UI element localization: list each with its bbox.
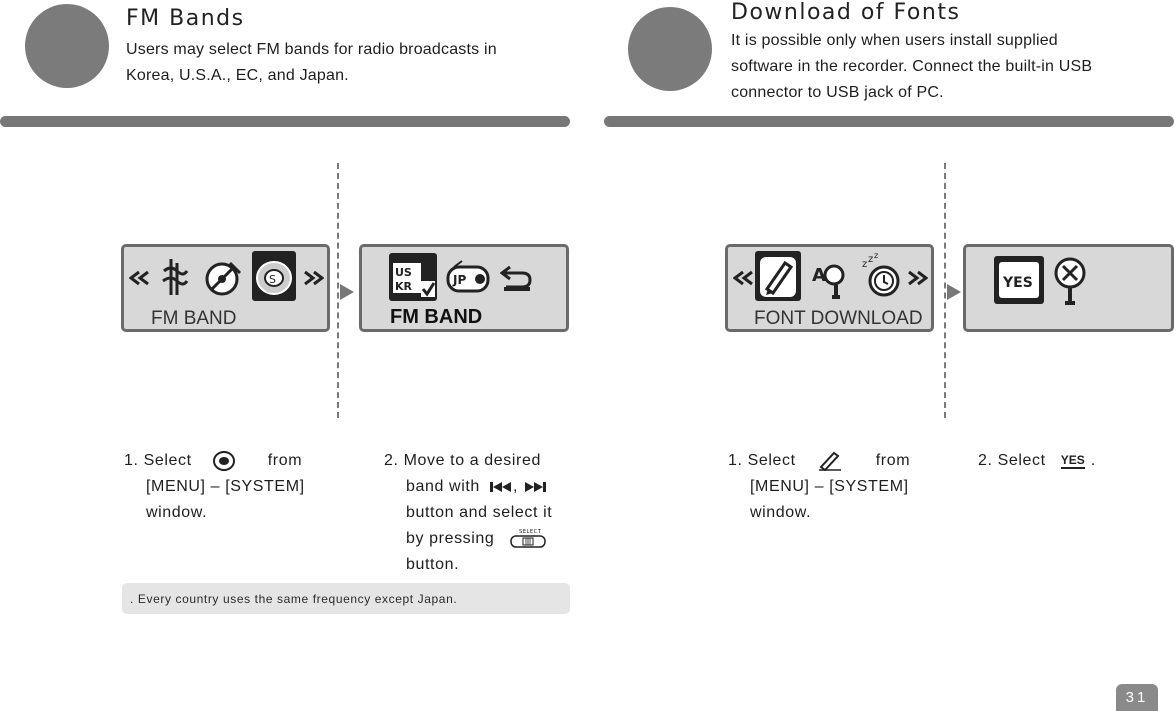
step-1-from: from: [875, 452, 911, 469]
section-divider-right: [604, 116, 1174, 127]
font-download-selected-icon: [755, 251, 801, 301]
badge-kr-text: KR: [395, 280, 413, 293]
screen-label: FM BAND: [151, 308, 237, 329]
device-screen-fm-menu: S FM BAND: [121, 244, 330, 332]
svg-text:z: z: [868, 254, 873, 265]
fm-step-1: 1. Select from [MENU] – [SYSTEM] window.: [124, 448, 305, 526]
disc-tools-icon: [205, 261, 242, 296]
yes-text: YES: [1002, 275, 1033, 291]
fm-band-small-icon: [212, 450, 235, 471]
double-chevron-left-icon: [733, 270, 753, 286]
page-number: 31: [1116, 684, 1158, 711]
step-1-menu-path: [MENU] – [SYSTEM]: [146, 478, 305, 495]
svg-text:A: A: [812, 265, 826, 286]
fonts-step-2: 2. Select YES.: [978, 448, 1096, 474]
yes-selected-icon: YES: [994, 256, 1044, 304]
yes-small-icon: YES: [1060, 452, 1085, 469]
jp-text: JP: [452, 273, 466, 287]
fonts-step-1: 1. Select from [MENU] – [SYSTEM] window.: [728, 448, 910, 526]
section-marker-circle: [628, 7, 712, 91]
screen-label: FONT DOWNLOAD: [754, 308, 923, 329]
skip-forward-icon: [525, 481, 547, 492]
pencil-small-icon: [818, 451, 841, 471]
skip-back-icon: [489, 481, 511, 492]
double-chevron-left-icon: [129, 270, 149, 286]
antenna-settings-icon: [162, 259, 189, 295]
svg-text:z: z: [862, 259, 867, 270]
return-icon: [500, 265, 532, 291]
section-divider-left: [0, 116, 570, 127]
device-screen-confirm: YES: [963, 244, 1174, 332]
step-1-window: window.: [750, 504, 812, 521]
svg-text:z: z: [874, 253, 878, 260]
country-badge-icon: US KR: [389, 253, 437, 301]
info-note: . Every country uses the same frequency …: [122, 583, 570, 614]
step-2-band-with: band with: [406, 478, 480, 495]
cancel-icon: [1054, 257, 1086, 305]
next-arrow-icon: [340, 284, 354, 300]
step-separator: [337, 163, 339, 418]
fm-bands-description: Users may select FM bands for radio broa…: [126, 37, 566, 89]
select-caption: SELECT: [519, 529, 542, 535]
fonts-desc-line-3: connector to USB jack of PC.: [731, 84, 944, 101]
section-title-fm-bands: FM Bands: [126, 6, 245, 31]
step-2-comma: ,: [512, 478, 518, 495]
screen-label-bold: FM BAND: [390, 306, 483, 328]
fonts-desc-line-2: software in the recorder. Connect the bu…: [731, 58, 1093, 75]
jp-radio-icon: JP: [446, 260, 490, 293]
fonts-desc-line-1: It is possible only when users install s…: [731, 32, 1058, 49]
step-separator: [944, 163, 946, 418]
step-1-number: 1. Select: [124, 452, 192, 469]
step-2-line-3: button and select it: [406, 504, 553, 521]
step-2-by-pressing: by pressing: [406, 530, 495, 547]
select-button-icon: SELECT: [510, 529, 547, 548]
fonts-description: It is possible only when users install s…: [731, 28, 1171, 106]
section-marker-circle: [25, 4, 109, 88]
svg-text:S: S: [269, 273, 276, 286]
fm-band-selected-icon: S: [252, 251, 296, 301]
device-screen-fm-band: US KR JP FM BAND: [359, 244, 569, 332]
step-2-line-5: button.: [406, 556, 460, 573]
font-search-icon: A: [812, 264, 845, 299]
fm-step-2: 2. Move to a desired band with , button …: [384, 448, 552, 578]
double-chevron-right-icon: [304, 270, 324, 286]
step-2-select: 2. Select: [978, 452, 1046, 469]
step-1-menu-path: [MENU] – [SYSTEM]: [750, 478, 909, 495]
fm-desc-line-2: Korea, U.S.A., EC, and Japan.: [126, 67, 349, 84]
step-1-number: 1. Select: [728, 452, 796, 469]
step-1-from: from: [267, 452, 303, 469]
fm-desc-line-1: Users may select FM bands for radio broa…: [126, 41, 497, 58]
next-arrow-icon: [947, 284, 961, 300]
step-2-period: .: [1090, 452, 1096, 469]
section-title-download-fonts: Download of Fonts: [731, 0, 961, 25]
sleep-timer-icon: z z z: [862, 253, 900, 297]
badge-us-text: US: [395, 266, 412, 279]
step-2-line-1: 2. Move to a desired: [384, 452, 541, 469]
double-chevron-right-icon: [908, 270, 928, 286]
step-1-window: window.: [146, 504, 208, 521]
device-screen-font-menu: A z z z FONT DOWNLOAD: [725, 244, 934, 332]
